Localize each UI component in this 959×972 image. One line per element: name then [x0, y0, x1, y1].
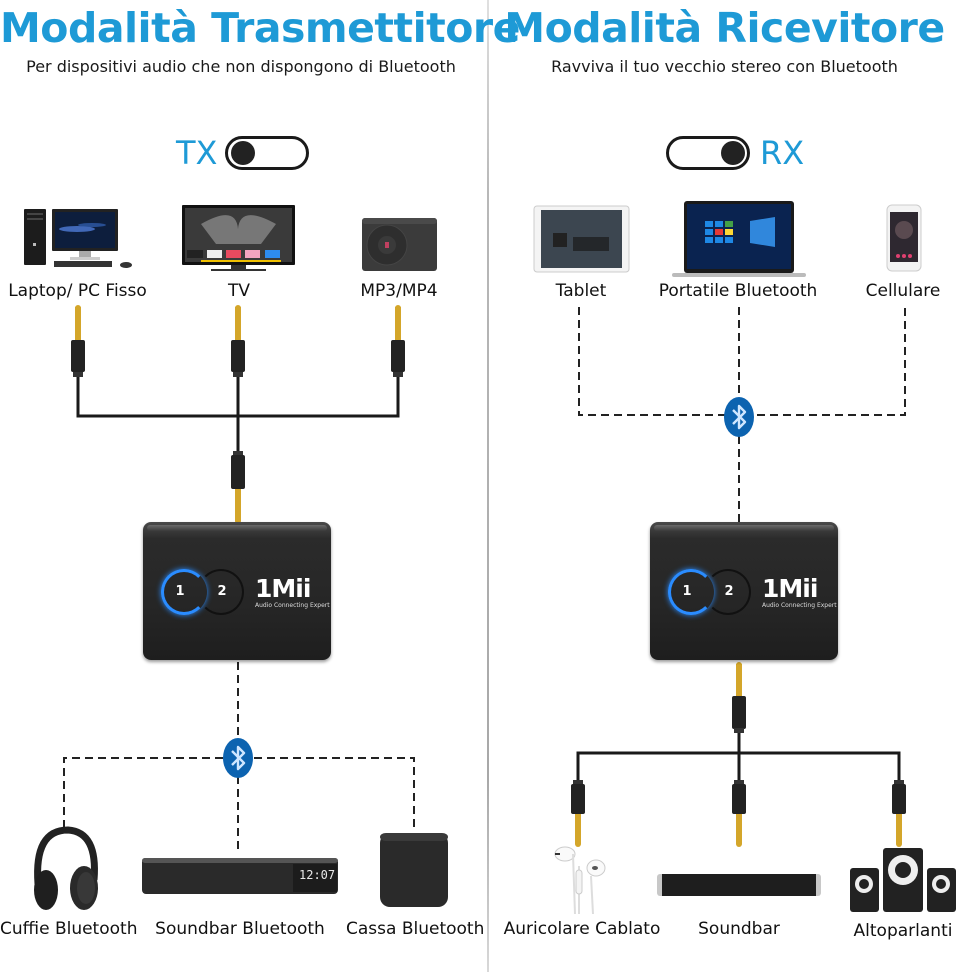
- aux-plug: [231, 305, 245, 377]
- headphone-1-icon: 1: [175, 584, 185, 599]
- headphone-2-button: [198, 569, 244, 615]
- transmitter-subtitle: Per dispositivi audio che non dispongono…: [26, 57, 456, 76]
- laptop-icon: [670, 199, 808, 279]
- smartphone-icon: [886, 204, 922, 272]
- tx-mode-label: TX: [176, 134, 218, 172]
- bluetooth-icon: [724, 397, 754, 437]
- brand-logo: 1Mii: [255, 574, 311, 603]
- source-label-laptop: Portatile Bluetooth: [658, 281, 818, 301]
- output-label-headphones: Cuffie Bluetooth: [0, 919, 138, 939]
- rx-toggle[interactable]: [666, 136, 750, 170]
- aux-plug: [732, 662, 746, 733]
- headphone-1-icon: 1: [682, 584, 692, 599]
- tablet-icon: [533, 205, 630, 273]
- soundbar-icon: [656, 872, 822, 898]
- headphone-1-button: [668, 569, 714, 615]
- output-label-soundbar: Soundbar: [698, 919, 780, 939]
- tx-bluetooth-link-lines: [63, 662, 415, 852]
- output-label-speaker: Cassa Bluetooth: [346, 919, 485, 939]
- tx-adapter-device: 1 2 1Mii Audio Connecting Expert: [143, 522, 331, 660]
- mp3-player-icon: [361, 217, 438, 272]
- rx-adapter-device: 1 2 1Mii Audio Connecting Expert: [650, 522, 838, 660]
- tv-icon: [181, 204, 296, 272]
- brand-tagline: Audio Connecting Expert: [255, 602, 330, 609]
- transmitter-title: Modalità Trasmettitore: [0, 4, 520, 52]
- aux-plug: [732, 780, 746, 847]
- soundbar-icon: 12:07: [141, 856, 339, 896]
- speakers-icon: [849, 846, 957, 914]
- aux-plug: [571, 780, 585, 847]
- output-label-speakers: Altoparlanti: [853, 921, 953, 941]
- toggle-knob: [721, 141, 745, 165]
- headphone-2-button: [705, 569, 751, 615]
- tx-toggle[interactable]: [225, 136, 309, 170]
- output-label-earphones: Auricolare Cablato: [503, 919, 661, 939]
- aux-plug: [391, 305, 405, 377]
- brand-logo: 1Mii: [762, 574, 818, 603]
- brand-tagline: Audio Connecting Expert: [762, 602, 837, 609]
- headphone-1-button: [161, 569, 207, 615]
- headphone-2-icon: 2: [217, 584, 227, 599]
- aux-plug: [231, 451, 245, 524]
- rx-mode-label: RX: [760, 134, 805, 172]
- output-label-soundbar: Soundbar Bluetooth: [155, 919, 325, 939]
- headphones-icon: [28, 824, 102, 912]
- bluetooth-icon: [223, 738, 253, 778]
- source-label-phone: Cellulare: [865, 281, 941, 301]
- receiver-subtitle: Ravviva il tuo vecchio stereo con Blueto…: [551, 57, 898, 76]
- receiver-title: Modalità Ricevitore: [504, 4, 945, 52]
- wired-earphones-icon: [551, 846, 613, 916]
- rx-bluetooth-link-lines: [578, 307, 906, 522]
- headphone-2-icon: 2: [724, 584, 734, 599]
- aux-plug: [71, 305, 85, 377]
- aux-plug: [892, 780, 906, 847]
- source-label-mp3: MP3/MP4: [360, 281, 438, 301]
- toggle-knob: [231, 141, 255, 165]
- source-label-pc: Laptop/ PC Fisso: [8, 281, 147, 301]
- speaker-icon: [379, 832, 449, 908]
- source-label-tablet: Tablet: [555, 281, 607, 301]
- soundbar-clock-display: 12:07: [299, 868, 336, 882]
- desktop-pc-icon: [22, 207, 134, 271]
- source-label-tv: TV: [227, 281, 250, 301]
- section-divider: [487, 0, 489, 972]
